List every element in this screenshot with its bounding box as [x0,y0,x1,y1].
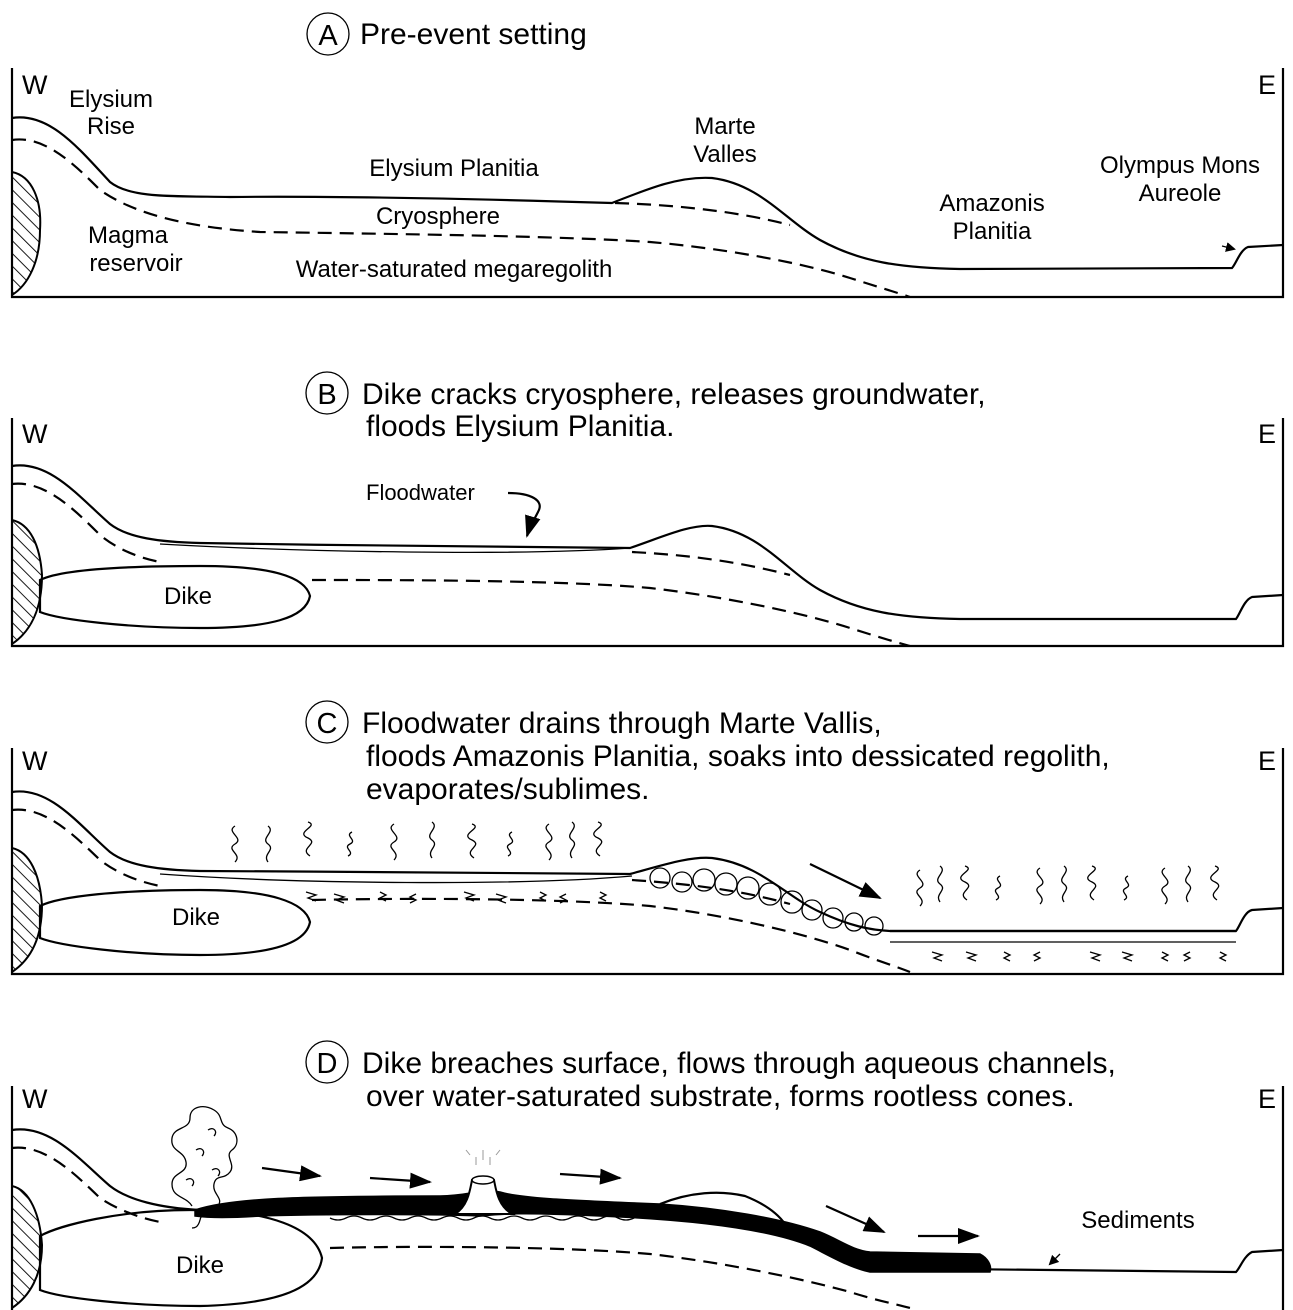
panel-c-east: E [1258,746,1276,776]
panel-a-surface [12,117,1283,269]
panel-a-label-elysium-rise-2: Rise [87,113,135,140]
panel-a-marte-interior [615,203,790,225]
panel-a: A Pre-event setting W E Elysium Rise Ely… [12,13,1283,297]
panel-d-sediment-arrow [1050,1254,1060,1264]
panel-d-magma-reservoir [12,1186,42,1308]
panel-b-east: E [1258,419,1276,449]
panel-b-title-line-1: Dike cracks cryosphere, releases groundw… [362,378,986,411]
panel-c-label-dike: Dike [172,904,220,931]
panel-a-label-magma-2: reservoir [89,250,182,277]
panel-b-marte-interior [632,552,790,575]
panel-d: D Dike breaches surface, flows through a… [12,1041,1283,1310]
panel-c-magma-reservoir [12,848,42,972]
panel-c-vapor-east [917,866,1219,906]
panel-d-title-line-1: Dike breaches surface, flows through aqu… [362,1047,1116,1080]
panel-c-title-line-2: floods Amazonis Planitia, soaks into des… [366,740,1110,773]
panel-c-vapor-west [232,822,602,862]
panel-b-magma-reservoir [12,520,42,644]
panel-c-cryosphere-base-2 [312,899,910,972]
panel-a-olympus-arrow [1222,246,1234,249]
panel-c-west: W [22,746,48,776]
panel-d-cone-steam [466,1150,500,1165]
panel-a-label-marte-valles-2: Valles [693,141,757,168]
panel-a-label-cryosphere: Cryosphere [376,203,500,230]
panel-d-east: E [1258,1084,1276,1114]
panel-c-drain-arrow [810,864,880,898]
panel-a-label-amazonis-1: Amazonis [939,190,1044,217]
panel-a-title: Pre-event setting [360,18,587,51]
panel-a-label-megaregolith: Water-saturated megaregolith [296,256,613,283]
panel-c-lake-bottom-west [160,874,632,883]
panel-a-east: E [1258,70,1276,100]
panel-a-label-magma-1: Magma [88,222,169,249]
panel-d-west: W [22,1084,48,1114]
panel-d-label-sediments: Sediments [1081,1207,1194,1234]
panel-a-west: W [22,70,48,100]
panel-a-label-elysium-planitia: Elysium Planitia [369,155,539,182]
panel-b-floodwater-arrow [508,493,540,536]
panel-d-lava-flow [195,1191,991,1272]
panel-d-title-line-2: over water-saturated substrate, forms ro… [366,1080,1075,1113]
panel-b-title-line-2: floods Elysium Planitia. [366,410,674,443]
panel-d-cryosphere-base-2 [330,1247,910,1308]
panel-a-label-olympus-2: Aureole [1139,180,1222,207]
panel-b-west: W [22,419,48,449]
panel-a-label-marte-valles-1: Marte [694,113,755,140]
panel-d-plume-curls [186,1129,220,1186]
panel-c-letter: C [317,708,338,740]
panel-a-label-elysium-rise-1: Elysium [69,86,153,113]
panel-b: B Dike cracks cryosphere, releases groun… [12,372,1283,646]
panel-c-title-line-3: evaporates/sublimes. [366,773,649,806]
panel-d-letter: D [317,1048,338,1080]
panel-b-frame [12,418,1283,646]
panel-d-label-dike: Dike [176,1252,224,1279]
panel-c-title-line-1: Floodwater drains through Marte Vallis, [362,707,882,740]
panel-b-letter: B [317,379,336,411]
panel-a-label-olympus-1: Olympus Mons [1100,152,1260,179]
panel-c: C Floodwater drains through Marte Vallis… [12,701,1283,974]
panel-d-cone-crater [472,1176,494,1184]
panel-a-frame [12,68,1283,297]
panel-a-magma-reservoir [12,172,40,295]
panel-b-label-floodwater: Floodwater [366,480,475,505]
panel-a-label-amazonis-2: Planitia [953,218,1032,245]
panel-b-label-dike: Dike [164,583,212,610]
panel-a-letter: A [318,20,338,52]
panel-c-infiltration-east [932,952,1226,961]
